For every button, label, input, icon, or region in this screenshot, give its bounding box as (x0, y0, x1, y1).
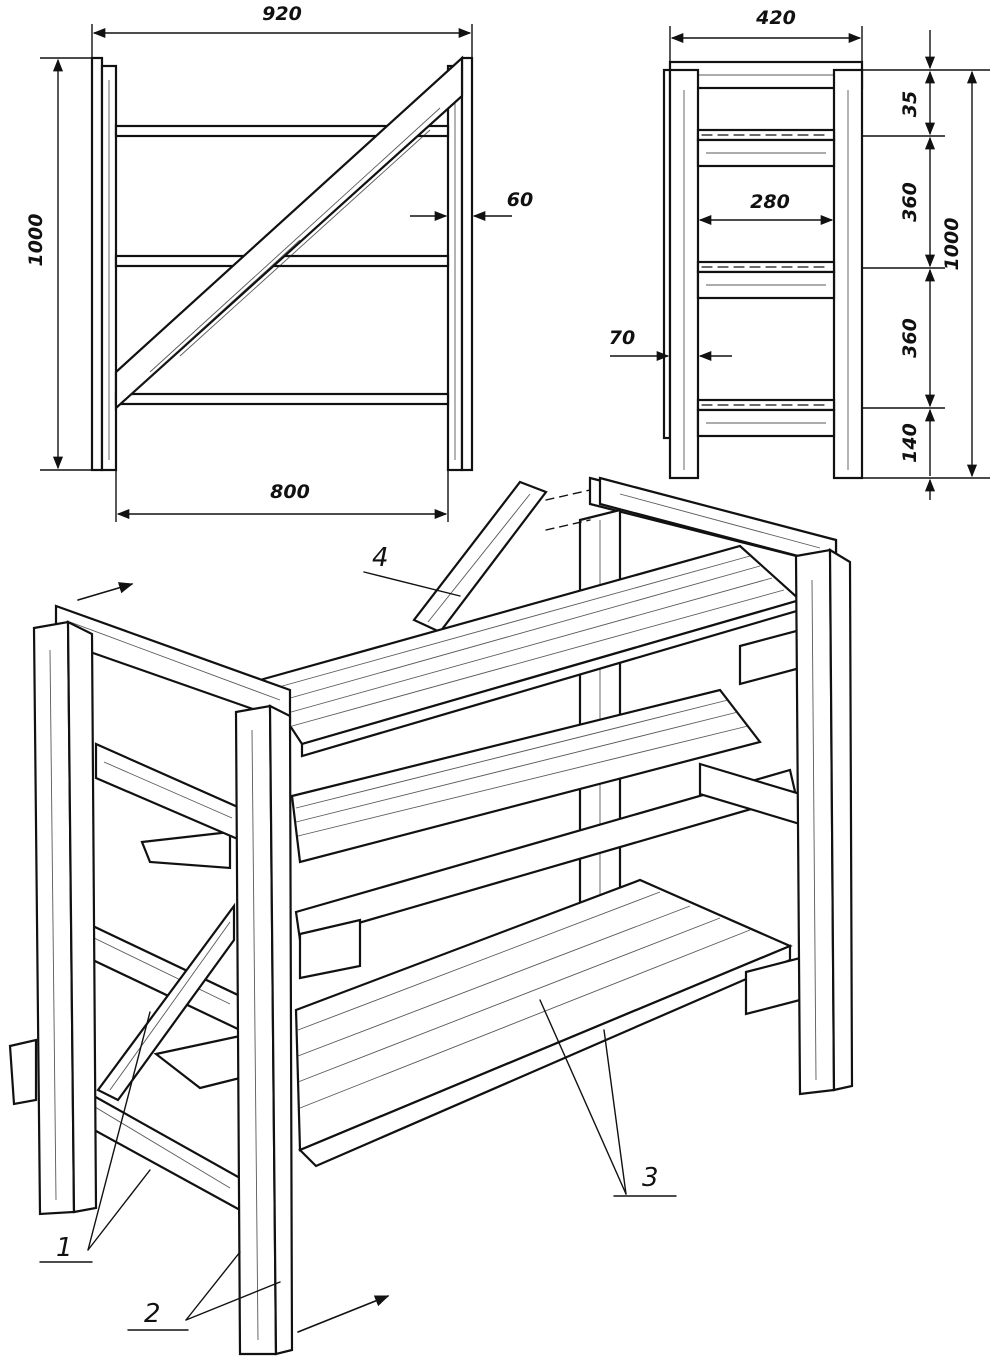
dim-140-label: 140 (899, 423, 921, 463)
callout-3-leader-b (603, 1029, 627, 1195)
side-view: 420 280 70 35 360 360 140 1000 (609, 7, 990, 500)
dim-360-upper-label: 360 (899, 182, 921, 222)
front-view: 920 1000 60 800 (25, 3, 533, 522)
dim-60-label: 60 (507, 189, 533, 211)
direction-arrow-bottom (297, 1295, 390, 1333)
iso-brace-foot (8, 1038, 38, 1106)
iso-right-upper-rail (738, 628, 802, 686)
iso-front-right-post-side (268, 704, 294, 1356)
callout-2-leader-a (185, 1251, 241, 1321)
iso-left-upper-rail (94, 742, 242, 842)
dim-35-label: 35 (899, 91, 921, 117)
callout-4-leader (363, 571, 461, 597)
callout-2-label: 2 (144, 1299, 161, 1329)
iso-front-left-post-side (66, 620, 98, 1214)
iso-middle-left-block (140, 830, 232, 870)
callout-3-leader-a (539, 999, 627, 1195)
dim-70-label: 70 (609, 327, 635, 349)
iso-left-diagonal-brace (96, 902, 236, 1102)
dim-1000-side-label: 1000 (941, 218, 963, 271)
dim-1000-front-label: 1000 (25, 214, 47, 267)
callout-3-label: 3 (642, 1163, 659, 1193)
iso-right-front-post-side (828, 548, 854, 1092)
iso-shelf-middle (290, 688, 762, 864)
iso-right-front-post (794, 548, 836, 1096)
dim-420-label: 420 (755, 7, 796, 29)
front-rail-bottom (114, 392, 450, 406)
front-left-post-outer (90, 56, 104, 472)
isometric-view: 4 1 2 3 (8, 476, 854, 1356)
iso-left-bottom-rail (74, 1084, 242, 1212)
front-diagonal-brace (114, 55, 464, 411)
dim-360-lower-label: 360 (899, 318, 921, 358)
callout-1-leader-a (87, 1011, 151, 1251)
direction-arrow-top (77, 582, 134, 601)
callout-1-label: 1 (56, 1233, 73, 1263)
iso-middle-shelf-end (298, 918, 362, 980)
dim-280-label: 280 (750, 191, 790, 213)
callout-2-leader-b (185, 1281, 281, 1321)
dim-920-label: 920 (262, 3, 302, 25)
dim-800-label: 800 (270, 481, 310, 503)
front-right-post-outer (460, 56, 474, 472)
callout-1-leader-b (87, 1169, 151, 1251)
front-rail-top (114, 124, 450, 138)
iso-bottom-shelf-end (153, 1034, 242, 1090)
callout-4-label: 4 (372, 543, 389, 573)
